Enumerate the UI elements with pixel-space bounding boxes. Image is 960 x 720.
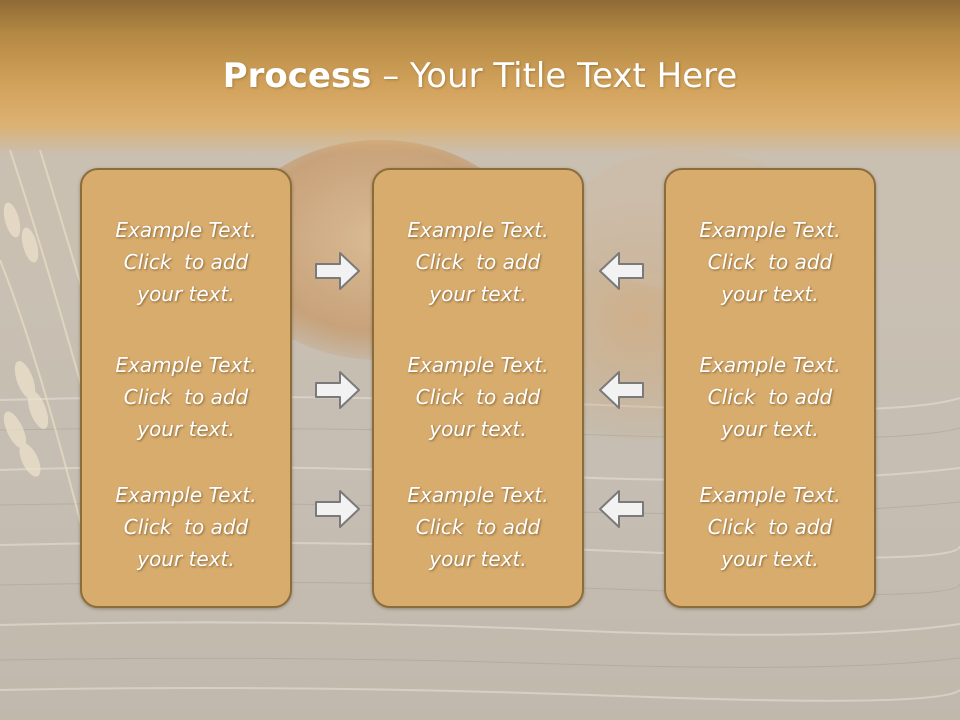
text-line: your text. <box>429 547 527 571</box>
text-line: your text. <box>429 417 527 441</box>
text-placeholder[interactable]: Example Text. Click to add your text. <box>666 349 874 445</box>
text-placeholder[interactable]: Example Text. Click to add your text. <box>374 214 582 310</box>
text-line: Click to add <box>707 385 833 409</box>
text-line: your text. <box>429 282 527 306</box>
text-line: Click to add <box>415 385 541 409</box>
text-line: Example Text. <box>115 353 257 377</box>
text-line: Example Text. <box>407 218 549 242</box>
left-arrow-icon[interactable] <box>597 250 645 292</box>
text-placeholder[interactable]: Example Text. Click to add your text. <box>374 349 582 445</box>
text-line: your text. <box>137 547 235 571</box>
text-placeholder[interactable]: Example Text. Click to add your text. <box>82 214 290 310</box>
text-line: Click to add <box>707 515 833 539</box>
process-box-left[interactable]: Example Text. Click to add your text. Exam… <box>80 168 292 608</box>
text-line: Click to add <box>123 250 249 274</box>
text-line: Click to add <box>415 515 541 539</box>
text-line: Click to add <box>707 250 833 274</box>
text-line: Click to add <box>415 250 541 274</box>
left-arrow-icon[interactable] <box>597 369 645 411</box>
text-line: your text. <box>721 282 819 306</box>
title-rest-part: – Your Title Text Here <box>371 56 738 96</box>
text-line: your text. <box>721 417 819 441</box>
title-bold-part: Process <box>222 56 372 96</box>
text-line: Example Text. <box>407 353 549 377</box>
text-line: your text. <box>721 547 819 571</box>
right-arrow-icon[interactable] <box>314 488 362 530</box>
text-line: your text. <box>137 282 235 306</box>
process-box-center[interactable]: Example Text. Click to add your text. Exam… <box>372 168 584 608</box>
text-placeholder[interactable]: Example Text. Click to add your text. <box>82 349 290 445</box>
text-line: Click to add <box>123 385 249 409</box>
text-placeholder[interactable]: Example Text. Click to add your text. <box>666 214 874 310</box>
text-placeholder[interactable]: Example Text. Click to add your text. <box>82 479 290 575</box>
right-arrow-icon[interactable] <box>314 369 362 411</box>
text-placeholder[interactable]: Example Text. Click to add your text. <box>374 479 582 575</box>
slide-title[interactable]: Process – Your Title Text Here <box>0 54 960 98</box>
text-line: Click to add <box>123 515 249 539</box>
text-placeholder[interactable]: Example Text. Click to add your text. <box>666 479 874 575</box>
text-line: Example Text. <box>407 483 549 507</box>
text-line: Example Text. <box>699 483 841 507</box>
process-box-right[interactable]: Example Text. Click to add your text. Exam… <box>664 168 876 608</box>
text-line: Example Text. <box>699 353 841 377</box>
text-line: Example Text. <box>699 218 841 242</box>
title-bar <box>0 0 960 155</box>
text-line: Example Text. <box>115 483 257 507</box>
right-arrow-icon[interactable] <box>314 250 362 292</box>
text-line: Example Text. <box>115 218 257 242</box>
left-arrow-icon[interactable] <box>597 488 645 530</box>
text-line: your text. <box>137 417 235 441</box>
